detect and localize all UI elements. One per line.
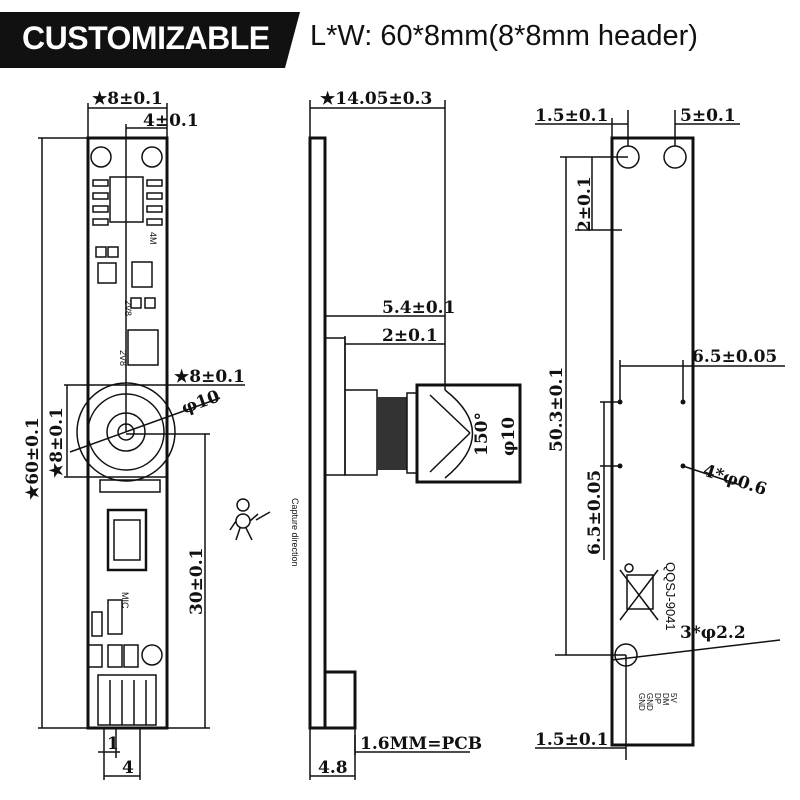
pad-spacing-h-dimension: 6.5±0.05 (692, 347, 777, 367)
pin-label: GND (637, 693, 646, 711)
pcb-thickness-dimension: 1.6MM=PCB (360, 734, 482, 754)
edge-bottom-dimension: 1.5±0.1 (535, 730, 608, 750)
pcb-outline-front (86, 136, 169, 730)
holder-dimension: 5.4±0.1 (382, 298, 455, 318)
lens-to-end-dimension: 30±0.1 (187, 548, 207, 615)
pin-pitch-dimension: 1 (107, 734, 119, 754)
pad-spacing-v-dimension: 6.5±0.05 (585, 470, 605, 555)
lens-square-dimension: ★8±0.1 (174, 367, 245, 387)
weee-bin-icon (619, 563, 659, 621)
mount-hole (141, 146, 163, 168)
front-view: ★8±0.1 4±0.1 ★60±0.1 ★8±0.1 ★8±0.1 φ10 3… (23, 89, 245, 780)
pin-label: DM (661, 693, 670, 706)
fov-angle: 150° (472, 412, 492, 456)
pin-label: DP (653, 693, 662, 704)
silk-label: 2V8 (118, 350, 128, 366)
lens-square-v-dimension: ★8±0.1 (47, 407, 67, 478)
smd-pads (87, 179, 163, 726)
pin-labels: 5V DM DP GND GND (637, 693, 678, 711)
front-dimension-lines (38, 103, 245, 780)
capture-direction-icon (229, 498, 271, 541)
hole-top-dimension: 2±0.1 (575, 176, 595, 232)
dimension-spec: L*W: 60*8mm(8*8mm header) (310, 20, 698, 52)
small-holes-dimension: 4*φ0.6 (700, 461, 769, 500)
silk-label: MIC (120, 592, 130, 609)
silk-label: 4M (148, 232, 158, 245)
side-view: ★14.05±0.3 5.4±0.1 2±0.1 150° φ10 1.6MM=… (308, 89, 522, 780)
mount-holes-dimension: 3*φ2.2 (680, 623, 746, 643)
hole-spacing-dimension: 5±0.1 (680, 106, 736, 126)
lens-diameter-dimension: φ10 (179, 386, 223, 418)
edge-top-dimension: 1.5±0.1 (535, 106, 608, 126)
height-dimension: ★14.05±0.3 (320, 89, 432, 109)
center-offset-dimension: 4±0.1 (143, 111, 199, 131)
banner-text: CUSTOMIZABLE (22, 20, 270, 56)
silk-label: 2V8 (123, 300, 133, 316)
model-label: QQSJ-9041 (663, 562, 678, 631)
customizable-banner: CUSTOMIZABLE (0, 12, 300, 68)
pin-label: 5V (669, 693, 678, 703)
capture-direction-label: Capture direction (290, 498, 300, 567)
connector-width-dimension: 4 (122, 758, 134, 778)
mount-hole (90, 146, 112, 168)
flange-dimension: 2±0.1 (382, 326, 438, 346)
connector-height-dimension: 4.8 (318, 758, 348, 778)
length-dimension: ★60±0.1 (23, 417, 43, 500)
pin-label: GND (645, 693, 654, 711)
hole-span-dimension: 50.3±0.1 (547, 367, 567, 452)
width-dimension: ★8±0.1 (92, 89, 163, 109)
back-view: 1.5±0.1 5±0.1 2±0.1 50.3±0.1 6.5±0.05 6.… (535, 106, 785, 760)
mount-hole (141, 644, 163, 666)
side-lens-diameter: φ10 (499, 417, 519, 456)
